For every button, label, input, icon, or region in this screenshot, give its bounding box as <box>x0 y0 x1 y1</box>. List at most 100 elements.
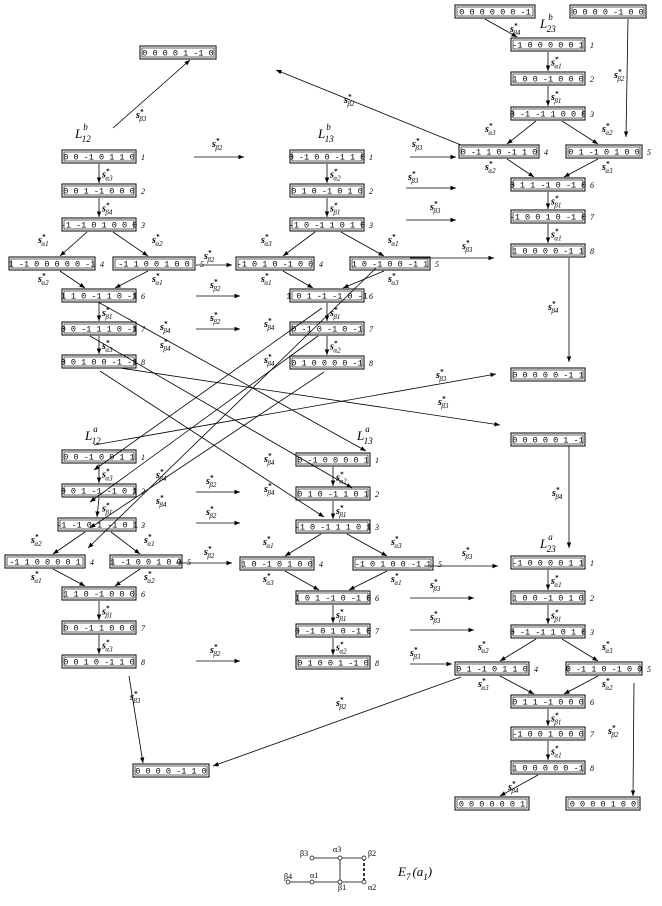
dynkin-node-label: α2 <box>368 883 376 892</box>
node-label: -1 -1 0 1 0 0 0 <box>61 221 138 231</box>
dynkin-caption: E7(a1) <box>397 864 432 882</box>
node-number: 3 <box>140 521 145 530</box>
node-a12_6: 1 1 0 -1 0 0 0 <box>61 586 137 601</box>
node-label: 0 1 -1 0 1 0 0 <box>568 148 639 158</box>
node-label: 1 1 0 -1 0 0 0 <box>63 590 134 600</box>
node-label: -1 0 1 0 -1 0 0 <box>237 260 314 270</box>
node-label: 0 0 -1 0 1 1 0 <box>63 153 134 163</box>
node-b12_2: 0 0 1 -1 0 0 0 <box>61 183 137 198</box>
node-label: 1 0 1 -1 0 -1 0 <box>295 594 372 604</box>
edge-arrow <box>87 267 377 549</box>
edge-arrow <box>340 231 385 257</box>
reflection-label: s*β4 <box>101 202 113 217</box>
reflection-label: s*α1 <box>550 745 562 760</box>
reflection-label: s*α3 <box>484 122 496 137</box>
reflection-label: s*α1 <box>390 572 402 587</box>
reflection-label: s*β1 <box>335 608 346 623</box>
node-number: 4 <box>90 558 94 567</box>
edge-arrow <box>346 533 388 557</box>
node-number: 6 <box>590 698 594 707</box>
node-label: 1 0 0 -1 0 0 0 <box>512 75 583 85</box>
node-a13_3: -1 0 -1 1 1 0 1 <box>295 519 371 534</box>
reflection-label: s*α2 <box>329 168 341 183</box>
dynkin-node-label: β2 <box>368 849 376 858</box>
edge-arrow <box>114 270 149 289</box>
reflection-label: s*α1 <box>260 272 272 287</box>
reflection-label: s*α1 <box>37 233 49 248</box>
edge-arrow <box>89 335 319 503</box>
node-label: -1 0 0 1 0 0 0 <box>512 730 583 740</box>
reflection-label: s*β1 <box>550 90 561 105</box>
reflection-label: s*β3 <box>435 368 447 383</box>
node-number: 8 <box>141 358 145 367</box>
node-label: 0 1 1 -1 0 0 0 <box>512 698 583 708</box>
node-number: 4 <box>534 665 538 674</box>
node-n_top1: 0 0 0 0 0 0 -1 <box>454 4 536 19</box>
node-label: 0 0 -1 1 0 0 0 <box>63 624 134 634</box>
edge-arrow <box>114 568 141 587</box>
node-label: -1 1 0 0 1 0 0 <box>118 260 189 270</box>
node-n_bot1: 0 0 0 0 -1 1 0 <box>132 763 210 778</box>
edge-arrow <box>499 675 535 695</box>
reflection-label: s*α2 <box>335 641 347 656</box>
node-n_bot3: 0 0 0 0 1 0 0 <box>565 796 641 811</box>
node-b23_7: -1 0 0 1 0 -1 0 <box>510 209 586 224</box>
reflection-label: s*β1 <box>329 202 340 217</box>
node-b13_2: 0 1 0 -1 0 1 0 <box>289 183 365 198</box>
reflection-label: s*α1 <box>550 56 562 71</box>
node-label: 1 1 0 -1 1 0 -1 <box>61 292 138 302</box>
reflection-label: s*β2 <box>209 311 221 326</box>
node-label: 1 0 0 0 0 0 -1 <box>512 764 583 774</box>
node-label: -1 0 0 0 0 0 1 <box>512 41 583 51</box>
reflection-label: s*β2 <box>203 545 215 560</box>
node-label: 0 1 0 0 1 -1 0 <box>297 659 368 669</box>
edge-arrow <box>284 533 322 557</box>
node-label: 0 0 0 0 -1 0 0 <box>572 8 643 18</box>
node-b13_5: 1 0 -1 0 0 -1 1 <box>349 256 431 271</box>
node-label: 0 -1 1 0 -1 0 0 <box>566 665 643 675</box>
node-number: 6 <box>141 292 145 301</box>
edge-arrow <box>506 158 535 178</box>
node-number: 1 <box>590 559 594 568</box>
node-number: 3 <box>589 628 594 637</box>
edge-arrow <box>275 69 462 146</box>
node-number: 2 <box>141 487 145 496</box>
node-number: 3 <box>589 110 594 119</box>
node-number: 3 <box>140 221 145 230</box>
node-label: -1 -1 0 1 -1 0 1 <box>56 521 138 531</box>
node-a13_7: 0 -1 0 1 0 -1 0 <box>295 623 371 638</box>
dynkin-node-label: α3 <box>333 845 341 854</box>
node-a12_7: 0 0 -1 1 0 0 0 <box>61 620 137 635</box>
node-a12_8: 0 0 1 0 -1 1 0 <box>61 654 137 669</box>
reflection-label: s*β1 <box>101 605 112 620</box>
node-label: 0 0 0 0 -1 1 0 <box>135 767 206 777</box>
node-b23_1: -1 0 0 0 0 0 1 <box>510 37 586 52</box>
node-label: 1 -1 0 0 1 0 0 <box>110 558 181 568</box>
reflection-label: s*β4 <box>263 482 275 497</box>
reflection-label: s*α1 <box>151 272 163 287</box>
node-number: 5 <box>200 260 204 269</box>
reflection-label: s*β4 <box>159 320 171 335</box>
node-label: 0 0 1 -1 -1 0 1 <box>61 487 138 497</box>
node-b12_3: -1 -1 0 1 0 0 0 <box>61 217 138 232</box>
reflection-label: s*β2 <box>205 474 217 489</box>
node-number: 8 <box>375 659 379 668</box>
node-a23_3: 0 -1 -1 1 0 1 0 <box>510 624 586 639</box>
node-number: 3 <box>368 221 373 230</box>
node-b23_3: 0 -1 -1 1 0 0 0 <box>510 106 586 121</box>
reflection-label: s*β2 <box>613 68 625 83</box>
node-a13_1: 0 -1 0 0 0 0 1 <box>295 452 371 467</box>
dynkin-node-label: β3 <box>300 849 308 858</box>
reflection-label: s*β2 <box>607 724 619 739</box>
node-label: 0 1 -1 0 1 1 0 <box>456 665 527 675</box>
node-number: 2 <box>590 75 594 84</box>
node-n_mid: 0 0 0 0 0 -1 1 <box>510 367 586 382</box>
node-number: 6 <box>369 292 373 301</box>
reflection-label: s*β4 <box>155 494 167 509</box>
node-label: -1 0 0 0 0 1 1 <box>512 559 583 569</box>
node-number: 8 <box>590 247 594 256</box>
